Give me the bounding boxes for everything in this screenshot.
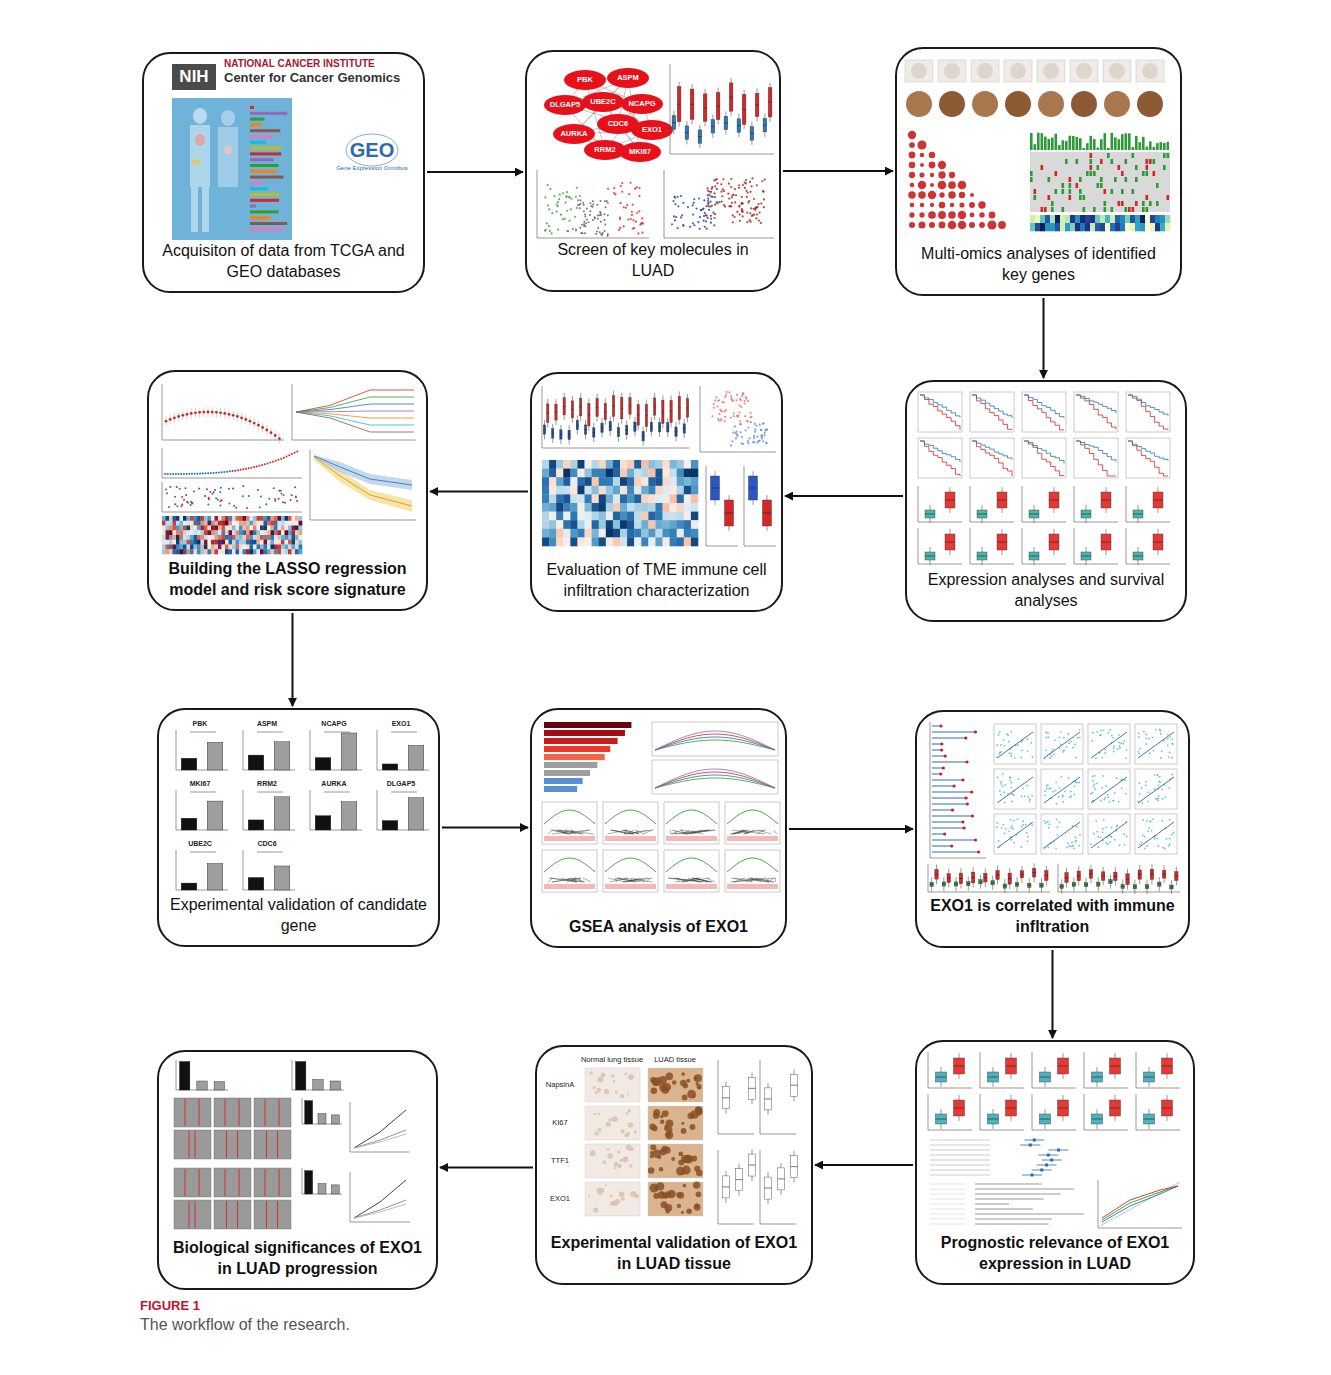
panel-label: PBK — [577, 76, 593, 84]
figure-caption: The workflow of the research. — [140, 1316, 350, 1334]
panel-label: NCAPG — [321, 720, 346, 728]
panel-label: Center for Cancer Genomics — [224, 71, 400, 85]
workflow-step-box: EXO1 is correlated with immune infltrati… — [915, 710, 1190, 948]
workflow-step-box: Acquisiton of data from TCGA and GEO dat… — [142, 52, 425, 293]
panel-label: CDC6 — [608, 120, 628, 128]
panel-label: ASPM — [257, 720, 277, 728]
panel-label: ASPM — [617, 74, 639, 82]
panel-label: MKI67 — [629, 148, 651, 156]
flow-arrow — [815, 1164, 913, 1166]
flow-arrow — [783, 170, 893, 172]
panel-label: Normal lung tissue — [581, 1056, 643, 1064]
flow-arrow — [430, 491, 528, 493]
panel-label: RRM2 — [594, 146, 615, 154]
panel-label: NATIONAL CANCER INSTITUTE — [224, 58, 375, 69]
workflow-step-box: Biological significances of EXO1 in LUAD… — [157, 1050, 438, 1290]
step-caption: Building the LASSO regression model and … — [159, 559, 416, 601]
step-caption: Experimental validation of candidate gen… — [169, 895, 428, 937]
panel-label: Gene Expression Omnibus — [336, 165, 408, 172]
panel-label: UBE2C — [188, 840, 212, 848]
panel-label: NCAPG — [628, 100, 655, 108]
flow-arrow — [1052, 950, 1054, 1038]
step-caption: Biological significances of EXO1 in LUAD… — [169, 1238, 426, 1280]
panel-label: UBE2C — [590, 98, 615, 106]
step-caption: Expression analyses and survival analyse… — [917, 570, 1175, 612]
flow-arrow — [442, 827, 528, 829]
panel-label: TTF1 — [551, 1157, 569, 1165]
panel-label: CDC6 — [257, 840, 276, 848]
workflow-step-box: Building the LASSO regression model and … — [147, 370, 428, 611]
flow-arrow — [1043, 298, 1045, 378]
step-caption: Multi-omics analyses of identified key g… — [907, 244, 1170, 286]
panel-label: NapsinA — [546, 1081, 574, 1089]
step-caption: Prognostic relevance of EXO1 expression … — [927, 1233, 1183, 1275]
panel-label: KI67 — [552, 1119, 567, 1127]
panel-label: DLGAP5 — [387, 780, 415, 788]
panel-label: EXO1 — [550, 1195, 570, 1203]
workflow-step-box: Experimental validation of EXO1 in LUAD … — [535, 1045, 813, 1285]
panel-label: AURKA — [321, 780, 346, 788]
workflow-step-box: Experimental validation of candidate gen… — [157, 708, 440, 947]
flow-arrow — [427, 171, 523, 173]
workflow-step-box: Evaluation of TME immune cell infiltrati… — [530, 372, 783, 612]
step-caption: GSEA analysis of EXO1 — [542, 917, 775, 938]
workflow-step-box: Expression analyses and survival analyse… — [905, 380, 1187, 622]
panel-label: RRM2 — [257, 780, 277, 788]
panel-label: GEO — [350, 139, 394, 161]
panel-label: LUAD tissue — [654, 1056, 696, 1064]
workflow-step-box: Prognostic relevance of EXO1 expression … — [915, 1040, 1195, 1285]
step-caption: Screen of key molecules in LUAD — [537, 240, 769, 282]
workflow-step-box: Screen of key molecules in LUAD — [525, 50, 781, 292]
panel-label: DLGAP5 — [550, 101, 580, 109]
flow-arrow — [785, 495, 903, 497]
panel-label: MKI67 — [190, 780, 211, 788]
figure-number: FIGURE 1 — [140, 1299, 200, 1313]
flow-arrow — [789, 828, 913, 830]
step-caption: Experimental validation of EXO1 in LUAD … — [547, 1233, 801, 1275]
flow-arrow — [440, 1167, 533, 1169]
flow-arrow — [292, 613, 294, 706]
step-caption: Evaluation of TME immune cell infiltrati… — [542, 560, 771, 602]
panel-label: PBK — [193, 720, 208, 728]
panel-label: NIH — [179, 68, 208, 87]
step-caption: EXO1 is correlated with immune infltrati… — [927, 896, 1178, 938]
workflow-step-box: Multi-omics analyses of identified key g… — [895, 47, 1182, 296]
workflow-step-box: GSEA analysis of EXO1 — [530, 708, 787, 948]
panel-label: EXO1 — [392, 720, 411, 728]
panel-label: EXO1 — [642, 126, 662, 134]
step-caption: Acquisiton of data from TCGA and GEO dat… — [154, 241, 413, 283]
panel-label: AURKA — [560, 130, 587, 138]
